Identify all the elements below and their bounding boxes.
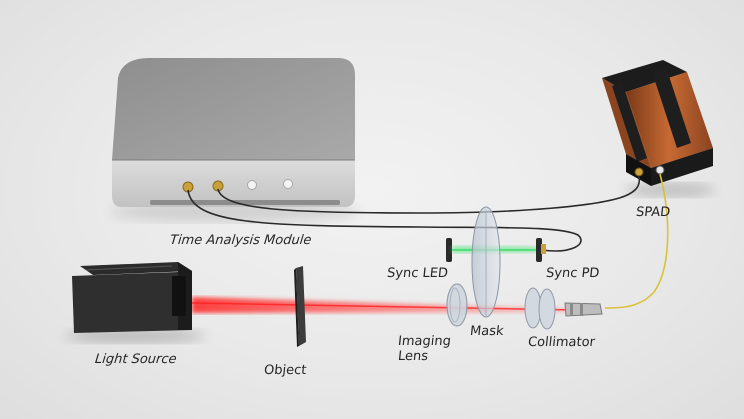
- spad-signal-cable: [217, 175, 641, 214]
- spad-port-2: [655, 165, 665, 175]
- label-sync-pd: Sync PD: [545, 266, 601, 281]
- collimator: [524, 287, 603, 330]
- laser-beam: [191, 297, 576, 313]
- label-imaging-lens-line2: Lens: [397, 349, 429, 364]
- optical-fiber: [604, 173, 669, 309]
- light-source: [65, 262, 205, 343]
- label-object: Object: [263, 363, 308, 378]
- sync-led: [446, 238, 452, 262]
- sync-photodiode: [536, 238, 546, 262]
- label-light-source: Light Source: [94, 352, 178, 367]
- time-analysis-module: [110, 58, 360, 222]
- sync-cable: [187, 189, 582, 252]
- imaging-lens: [446, 283, 468, 327]
- module-port-3: [247, 180, 257, 190]
- spad-detector: [602, 60, 715, 197]
- label-imaging-lens-line1: Imaging: [397, 334, 452, 349]
- label-spad: SPAD: [635, 205, 671, 220]
- label-mask: Mask: [469, 324, 505, 339]
- label-sync-led: Sync LED: [386, 266, 449, 281]
- object-plate: [294, 266, 306, 347]
- label-time-analysis-module: Time Analysis Module: [169, 233, 313, 248]
- label-collimator: Collimator: [527, 335, 596, 350]
- module-port-4: [283, 179, 293, 189]
- mask-disk: [471, 206, 501, 318]
- spad-port-1: [634, 167, 644, 177]
